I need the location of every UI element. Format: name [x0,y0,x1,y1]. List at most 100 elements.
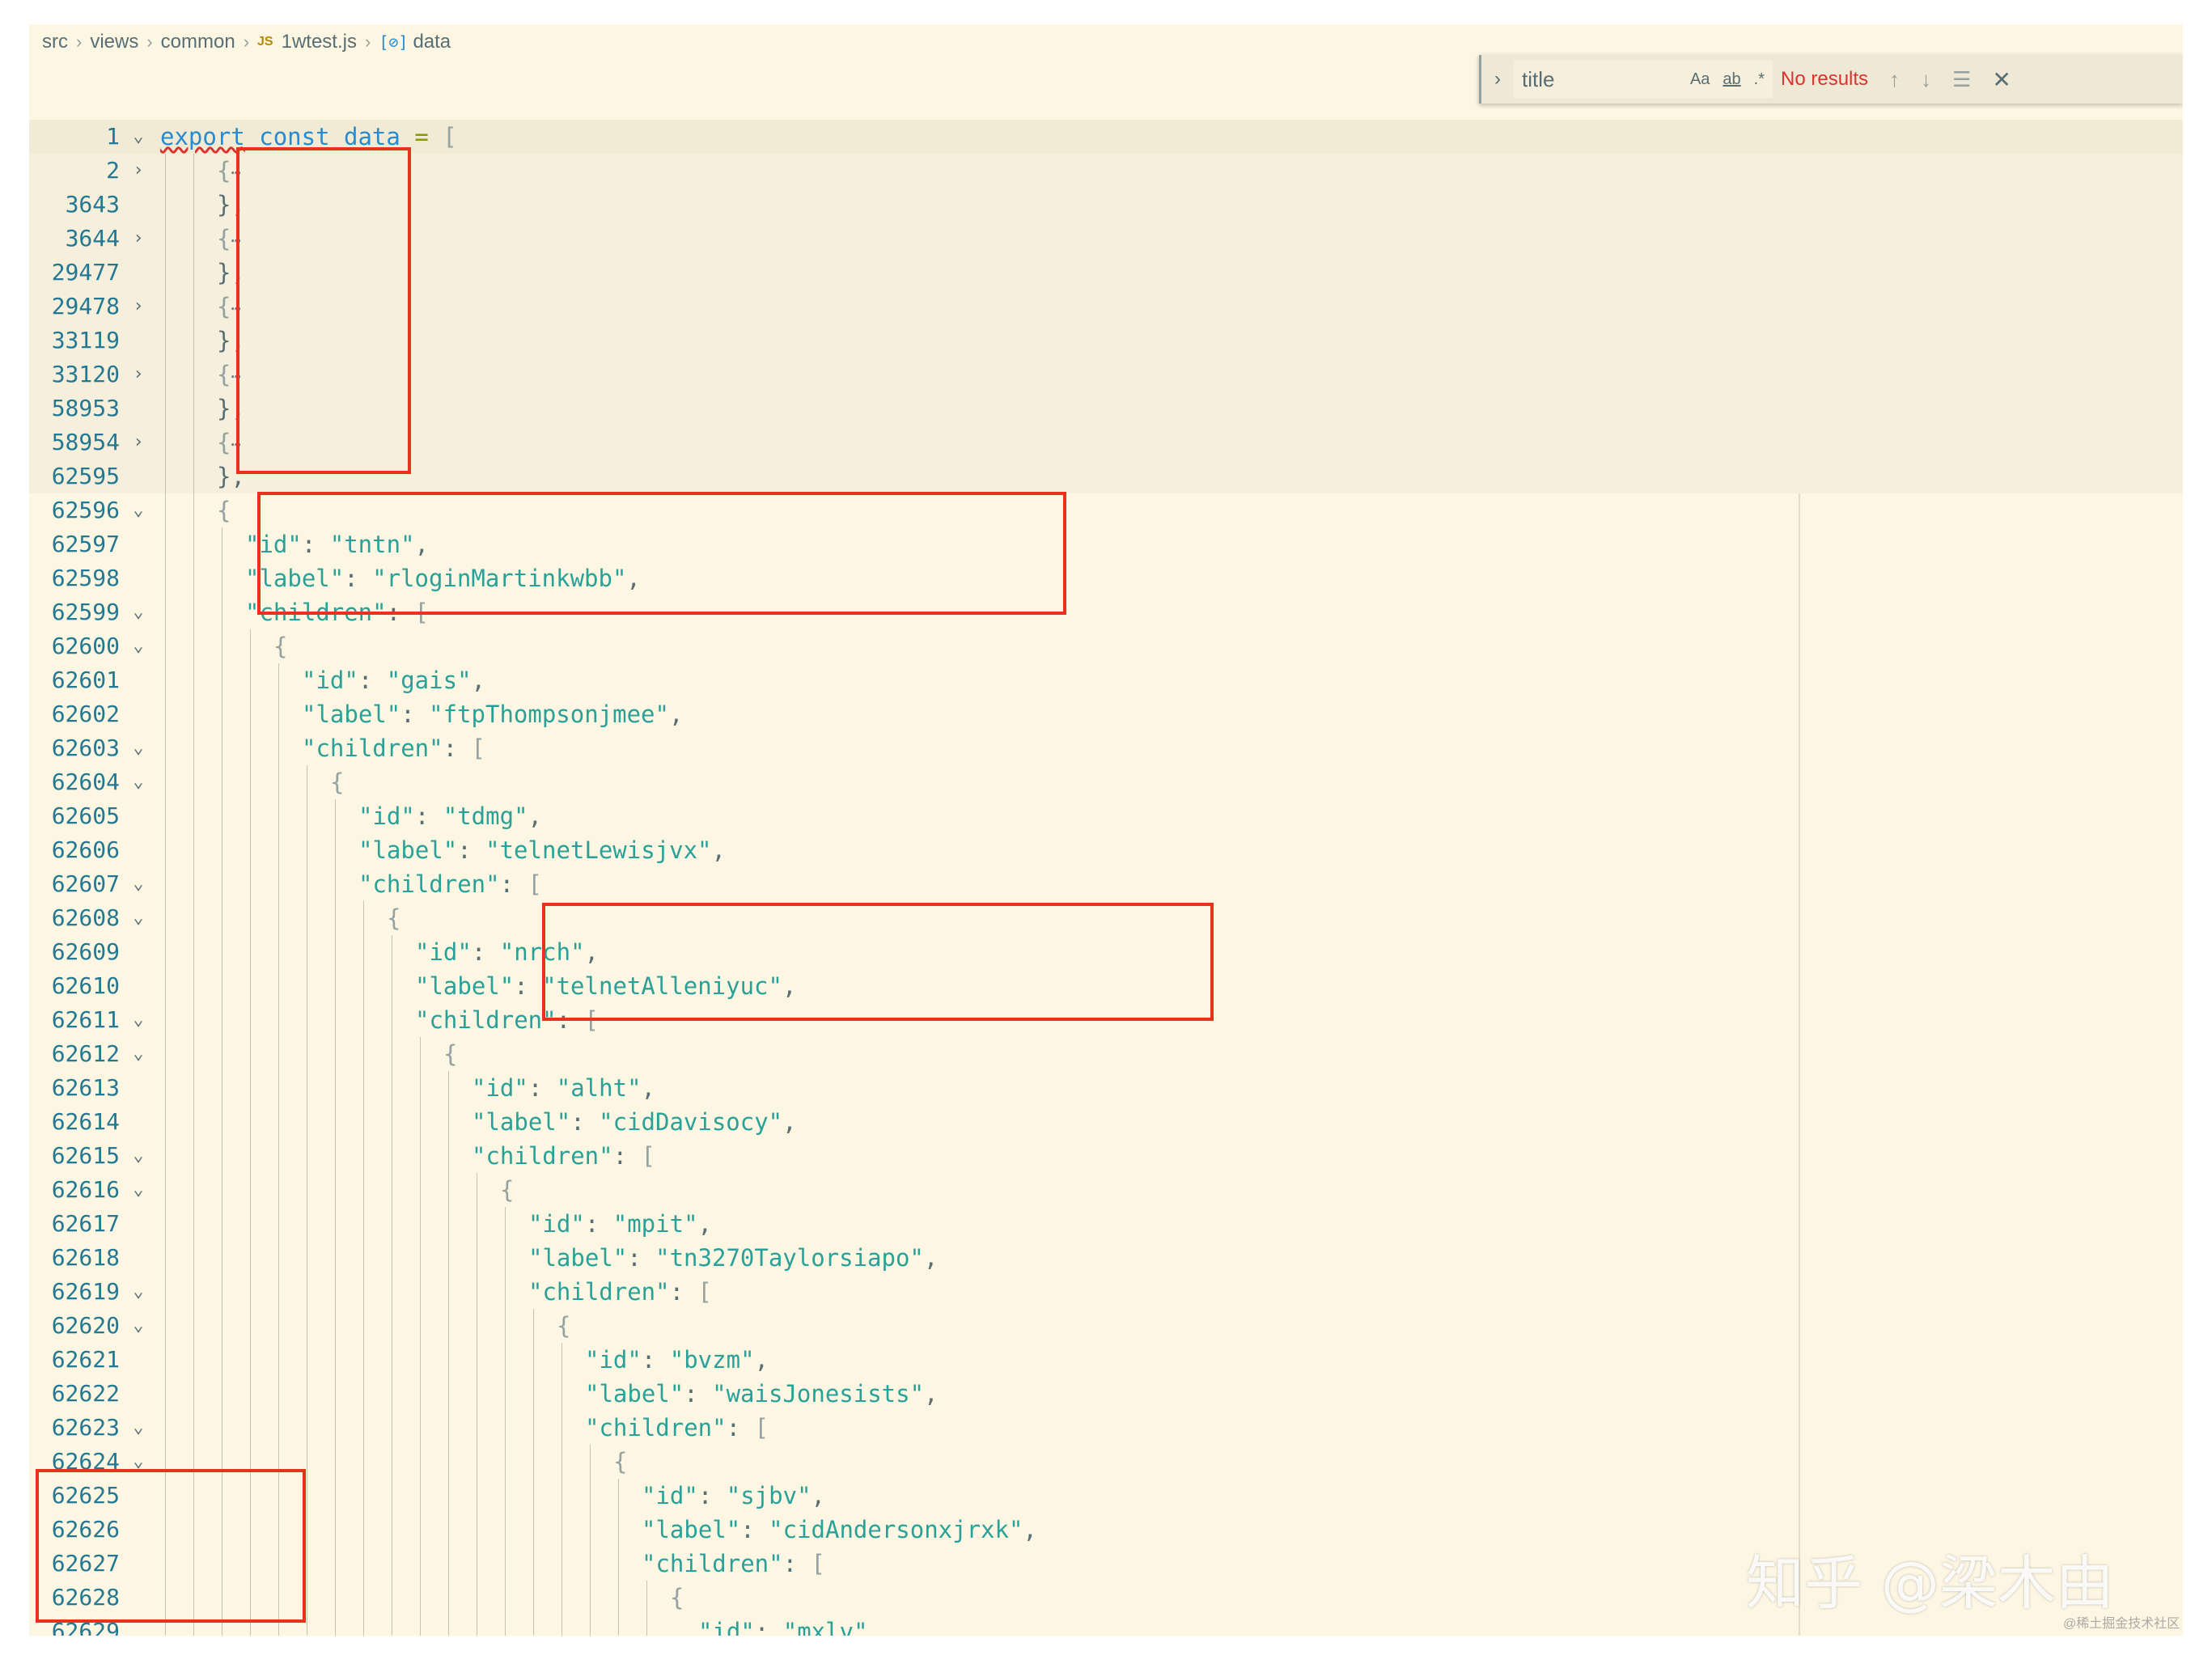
code-line[interactable]: 62615⌄"children": [ [29,1139,2183,1173]
breadcrumb-file[interactable]: 1wtest.js [281,31,357,53]
code-line[interactable]: 29478›{⋯ [29,290,2183,324]
match-case-toggle[interactable]: Aa [1689,70,1710,88]
breadcrumb-common[interactable]: common [160,31,235,53]
fold-expanded-chevron-icon[interactable]: ⌄ [133,602,144,622]
keyword-export: export [160,123,245,150]
code-line[interactable]: 33120›{⋯ [29,358,2183,392]
fold-collapsed-chevron-icon[interactable]: › [133,432,144,452]
fold-expanded-chevron-icon[interactable]: ⌄ [133,1145,144,1166]
code-line[interactable]: 58953}, [29,392,2183,425]
operator: = [414,123,429,150]
code-line[interactable]: 62596⌄{ [29,493,2183,527]
fold-expanded-chevron-icon[interactable]: ⌄ [133,1010,144,1030]
json-key: "id" [245,531,302,558]
code-line[interactable]: 62614"label": "cidDavisocy", [29,1105,2183,1139]
json-key: "children" [415,1006,557,1034]
code-line[interactable]: 62603⌄"children": [ [29,731,2183,765]
regex-toggle[interactable]: .* [1753,70,1765,88]
code-line[interactable]: 62620⌄{ [29,1309,2183,1343]
fold-expanded-chevron-icon[interactable]: ⌄ [133,772,144,792]
code-line[interactable]: 62623⌄"children": [ [29,1411,2183,1445]
code-line[interactable]: 62609"id": "nrch", [29,935,2183,969]
fold-collapsed-chevron-icon[interactable]: › [133,228,144,248]
code-line[interactable]: 62598"label": "rloginMartinkwbb", [29,561,2183,595]
code-line[interactable]: 62617"id": "mpit", [29,1207,2183,1241]
breadcrumb-views[interactable]: views [90,31,139,53]
json-key: "label" [472,1108,571,1136]
bracket: { [330,768,345,796]
line-number: 62604 [51,768,120,795]
bracket: [ [641,1142,655,1170]
code-line[interactable]: 62626"label": "cidAndersonxjrxk", [29,1513,2183,1547]
breadcrumb-src[interactable]: src [42,31,68,53]
code-line[interactable]: 62607⌄"children": [ [29,867,2183,901]
find-in-selection-icon[interactable]: ☰ [1952,66,1972,91]
code-line[interactable]: 62595}, [29,459,2183,493]
json-key: "label" [358,836,458,864]
code-line[interactable]: 3644›{⋯ [29,222,2183,256]
code-line[interactable]: 62605"id": "tdmg", [29,799,2183,833]
find-input[interactable]: title Aa ab .* [1514,61,1773,98]
code-line[interactable]: 62601"id": "gais", [29,663,2183,697]
fold-expanded-chevron-icon[interactable]: ⌄ [133,1281,144,1302]
code-line[interactable]: 62628{ [29,1581,2183,1615]
code-text: "children": [ [528,1275,712,1309]
code-line[interactable]: 62618"label": "tn3270Taylorsiapo", [29,1241,2183,1275]
fold-expanded-chevron-icon[interactable]: ⌄ [133,1417,144,1437]
code-line[interactable]: 62627"children": [ [29,1547,2183,1581]
code-line[interactable]: 62619⌄"children": [ [29,1275,2183,1309]
annotation-box-nested-node [542,903,1214,1021]
code-line[interactable]: 62600⌄{ [29,629,2183,663]
indent-guide [278,663,279,1636]
fold-collapsed-chevron-icon[interactable]: › [133,364,144,384]
fold-expanded-chevron-icon[interactable]: ⌄ [133,1451,144,1471]
fold-expanded-chevron-icon[interactable]: ⌄ [133,636,144,656]
code-line[interactable]: 29477}, [29,256,2183,290]
whole-word-toggle[interactable]: ab [1723,70,1741,88]
code-line[interactable]: 62608⌄{ [29,901,2183,935]
code-line[interactable]: 62622"label": "waisJonesists", [29,1377,2183,1411]
line-number: 62605 [51,802,120,829]
json-value: "mxlv" [782,1618,868,1636]
code-text: { [217,493,231,527]
code-line[interactable]: 3643}, [29,188,2183,222]
line-number: 62597 [51,531,120,557]
code-line[interactable]: 62624⌄{ [29,1445,2183,1479]
previous-match-arrow-up-icon[interactable]: ↑ [1889,66,1901,91]
code-text: "label": "tn3270Taylorsiapo", [528,1241,938,1275]
chevron-right-icon: › [364,32,371,52]
fold-collapsed-chevron-icon[interactable]: › [133,296,144,316]
bracket: { [273,633,288,660]
line-number: 62613 [51,1074,120,1101]
code-editor[interactable]: 1⌄export const data = [2›{⋯3643},3644›{⋯… [29,120,2183,1636]
code-line[interactable]: 2›{⋯ [29,154,2183,188]
code-line[interactable]: 58954›{⋯ [29,425,2183,459]
code-line[interactable]: 62604 ⌄ { [29,765,2183,799]
code-line[interactable]: 62613"id": "alht", [29,1071,2183,1105]
code-line[interactable]: 62625"id": "sjbv", [29,1479,2183,1513]
json-value: "tdmg" [443,802,528,830]
code-line[interactable]: 62597"id": "tntn", [29,527,2183,561]
fold-expanded-chevron-icon[interactable]: ⌄ [133,126,144,146]
code-line[interactable]: 33119}, [29,324,2183,358]
fold-expanded-chevron-icon[interactable]: ⌄ [133,908,144,928]
code-line[interactable]: 62602"label": "ftpThompsonjmee", [29,697,2183,731]
code-line[interactable]: 62612⌄{ [29,1037,2183,1071]
code-line[interactable]: 62616⌄{ [29,1173,2183,1207]
fold-expanded-chevron-icon[interactable]: ⌄ [133,874,144,894]
code-line[interactable]: 62610"label": "telnetAlleniyuc", [29,969,2183,1003]
code-line[interactable]: 62611⌄"children": [ [29,1003,2183,1037]
fold-collapsed-chevron-icon[interactable]: › [133,160,144,180]
json-value: "sjbv" [726,1482,811,1509]
fold-expanded-chevron-icon[interactable]: ⌄ [133,1044,144,1064]
fold-expanded-chevron-icon[interactable]: ⌄ [133,1179,144,1200]
fold-expanded-chevron-icon[interactable]: ⌄ [133,1315,144,1336]
code-line[interactable]: 62621"id": "bvzm", [29,1343,2183,1377]
code-line[interactable]: 62606"label": "telnetLewisjvx", [29,833,2183,867]
next-match-arrow-down-icon[interactable]: ↓ [1921,66,1932,91]
toggle-replace-chevron-icon[interactable]: › [1494,68,1501,90]
close-icon[interactable]: ✕ [1992,66,2011,92]
fold-expanded-chevron-icon[interactable]: ⌄ [133,500,144,520]
fold-expanded-chevron-icon[interactable]: ⌄ [133,738,144,758]
breadcrumb-symbol[interactable]: data [413,31,451,53]
